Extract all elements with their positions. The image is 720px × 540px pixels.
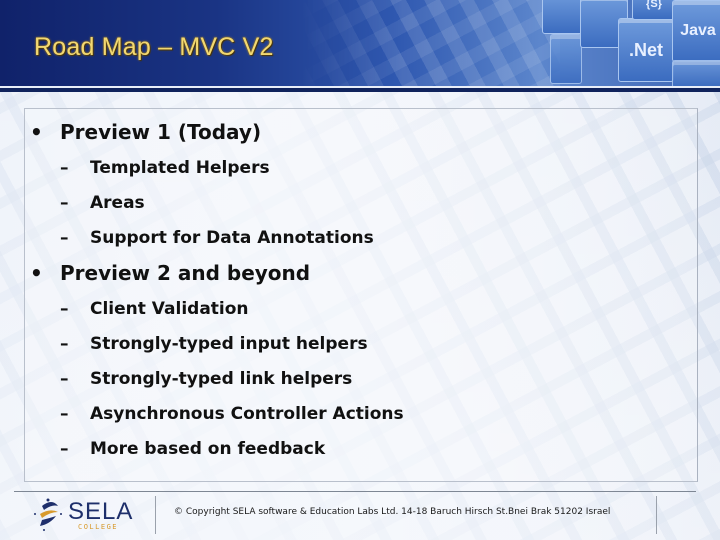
header-divider-light: [0, 86, 720, 88]
slide-title: Road Map – MVC V2: [34, 33, 274, 61]
dash-icon: –: [60, 439, 69, 459]
sela-swirl-icon: [34, 498, 62, 531]
net-cube-icon: .Net: [618, 18, 674, 82]
sub-bullet: – Strongly-typed link helpers: [30, 364, 670, 399]
sub-bullet: – Client Validation: [30, 294, 670, 329]
sub-bullet-text: More based on feedback: [90, 439, 326, 459]
sub-bullet: – Templated Helpers: [30, 153, 670, 188]
braces-label: {S}: [646, 0, 662, 10]
braces-cube-icon: {S}: [632, 0, 676, 20]
sub-bullet-text: Asynchronous Controller Actions: [90, 404, 404, 424]
bullet-preview-2: • Preview 2 and beyond: [30, 258, 670, 294]
java-label: Java: [680, 22, 716, 39]
dash-icon: –: [60, 158, 69, 178]
sub-bullet-text: Support for Data Annotations: [90, 228, 374, 248]
sub-bullet: – Asynchronous Controller Actions: [30, 399, 670, 434]
net-label: .Net: [628, 39, 663, 60]
cube-decoration: [542, 0, 584, 34]
dash-icon: –: [60, 299, 69, 319]
java-cube-icon: Java: [672, 0, 720, 62]
bullet-label: Preview 1 (Today): [60, 120, 262, 144]
sub-bullet-text: Areas: [90, 193, 145, 213]
sub-bullet-text: Client Validation: [90, 299, 249, 319]
sub-bullet: – Support for Data Annotations: [30, 223, 670, 258]
bullet-list: • Preview 1 (Today) – Templated Helpers …: [30, 117, 670, 469]
bullet-dot-icon: •: [30, 261, 43, 285]
logo-text: SELA: [68, 498, 134, 525]
copyright-text: © Copyright SELA software & Education La…: [174, 507, 611, 517]
technology-cubes-art: .Net {S} Java: [540, 0, 720, 86]
sub-bullet-text: Strongly-typed link helpers: [90, 369, 353, 389]
bullet-preview-1: • Preview 1 (Today): [30, 117, 670, 153]
cube-decoration: [672, 60, 720, 86]
dash-icon: –: [60, 228, 69, 248]
sub-bullet-text: Templated Helpers: [90, 158, 270, 178]
dash-icon: –: [60, 369, 69, 389]
cube-decoration: [550, 34, 582, 84]
slide-background-fade: [0, 88, 720, 540]
footer-divider-right: [348, 491, 696, 492]
footer-divider-left: [14, 491, 348, 492]
sub-bullet-text: Strongly-typed input helpers: [90, 334, 368, 354]
sub-bullet: – More based on feedback: [30, 434, 670, 469]
header-divider-dark: [0, 88, 720, 92]
sub-bullet: – Areas: [30, 188, 670, 223]
footer-separator: [656, 496, 657, 534]
logo-subtext: COLLEGE: [78, 523, 119, 531]
content-panel: [24, 108, 698, 482]
bullet-label: Preview 2 and beyond: [60, 261, 311, 285]
slide-header: Road Map – MVC V2 .Net {S} Java: [0, 0, 720, 86]
header-grid-pattern: [300, 0, 560, 86]
sela-college-logo: SELA COLLEGE: [30, 494, 150, 534]
sub-bullet: – Strongly-typed input helpers: [30, 329, 670, 364]
dash-icon: –: [60, 334, 69, 354]
bullet-dot-icon: •: [30, 120, 43, 144]
footer-separator: [155, 496, 156, 534]
dash-icon: –: [60, 193, 69, 213]
dash-icon: –: [60, 404, 69, 424]
